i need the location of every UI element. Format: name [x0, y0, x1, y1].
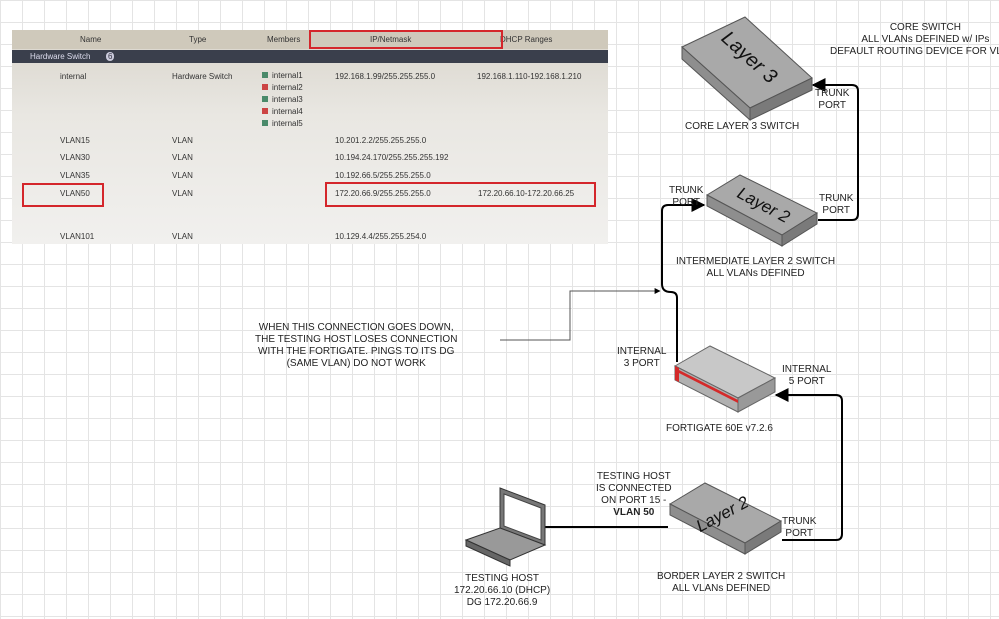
- interface-table-photo: Name Type Members IP/Netmask DHCP Ranges…: [12, 30, 608, 244]
- core-label: CORE LAYER 3 SWITCH: [685, 121, 800, 132]
- fortigate-firewall: [673, 345, 777, 413]
- link-border-fortigate: [774, 388, 843, 541]
- highlight-vlan50-ip: [325, 182, 596, 207]
- annotation-pointer: [500, 288, 661, 341]
- row-ip: 192.168.1.99/255.255.255.0: [335, 72, 436, 81]
- col-type: Type: [189, 35, 207, 44]
- intermediate-layer2-switch: Layer 2: [705, 174, 819, 247]
- col-members: Members: [267, 35, 301, 44]
- row-name: internal: [60, 72, 87, 81]
- col-name: Name: [80, 35, 102, 44]
- border-layer2-switch: Layer 2: [668, 482, 783, 555]
- vlan50-name: VLAN50: [60, 189, 90, 198]
- row-type: Hardware Switch: [172, 72, 233, 81]
- laptop-icon: [464, 487, 547, 567]
- col-dhcp: DHCP Ranges: [500, 35, 553, 44]
- link-intermediate-core: [811, 78, 859, 221]
- highlight-vlan50: [22, 183, 104, 207]
- fortigate-label: FORTIGATE 60E v7.2.6: [666, 423, 773, 434]
- connection-down-note: WHEN THIS CONNECTION GOES DOWN,THE TESTI…: [255, 322, 458, 369]
- col-ip: IP/Netmask: [370, 35, 412, 44]
- members-list: internal1 internal2 internal3 internal4 …: [262, 70, 303, 130]
- row-dhcp: 192.168.1.110-192.168.1.210: [477, 72, 582, 81]
- link-fortigate-intermediate: [661, 198, 706, 362]
- highlight-header: [309, 30, 503, 49]
- core-layer3-switch: Layer 3: [681, 16, 813, 122]
